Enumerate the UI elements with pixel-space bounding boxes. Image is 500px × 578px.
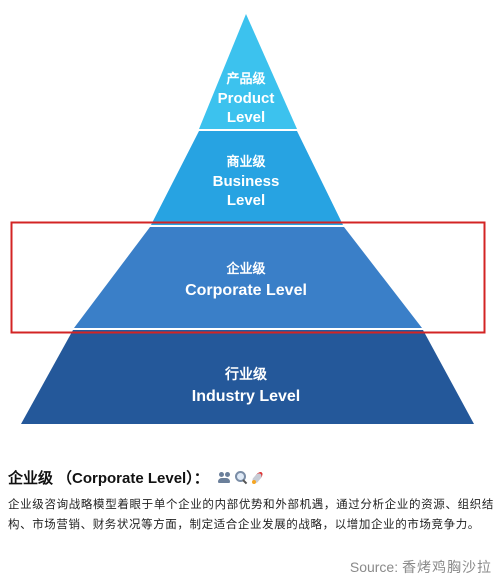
rocket-icon bbox=[251, 470, 265, 484]
source-credit: Source: 香烤鸡胸沙拉 bbox=[350, 557, 492, 577]
source-name: 香烤鸡胸沙拉 bbox=[402, 560, 492, 576]
caption-section: 企业级（Corporate Level）： 企业级咨询战略模型着眼于单个企业的内… bbox=[8, 466, 494, 534]
caption-body: 企业级咨询战略模型着眼于单个企业的内部优势和外部机遇，通过分析企业的资源、组织结… bbox=[8, 497, 494, 531]
tier-product-en: Product bbox=[218, 90, 275, 107]
tier-product-en-level: Level bbox=[227, 109, 265, 126]
people-icon bbox=[217, 470, 231, 484]
magnifier-icon bbox=[234, 470, 248, 484]
tier-product-shape bbox=[199, 14, 297, 129]
tier-business-zh: 商业级 bbox=[226, 154, 266, 170]
tier-corporate-zh: 企业级 bbox=[225, 261, 266, 277]
tier-product-zh: 产品级 bbox=[226, 71, 266, 87]
tier-industry-en: Industry Level bbox=[192, 388, 300, 405]
tier-industry-shape bbox=[21, 330, 474, 424]
caption-title: 企业级（Corporate Level）： bbox=[8, 466, 494, 488]
caption-title-en: （Corporate Level）： bbox=[57, 469, 209, 487]
caption-title-zh: 企业级 bbox=[8, 468, 54, 487]
tier-corporate-shape bbox=[74, 227, 422, 328]
tier-industry-zh: 行业级 bbox=[224, 366, 268, 383]
highlight-box bbox=[10, 221, 486, 334]
tier-business-en-level: Level bbox=[227, 192, 265, 209]
tier-corporate-en: Corporate Level bbox=[185, 282, 307, 299]
tier-business-shape bbox=[151, 131, 343, 225]
source-label: Source: bbox=[349, 559, 399, 575]
caption-icons bbox=[217, 470, 265, 484]
pyramid-diagram: 产品级 Product Level 商业级 Business Level 企业级… bbox=[10, 14, 486, 424]
tier-business-en: Business bbox=[213, 173, 280, 190]
